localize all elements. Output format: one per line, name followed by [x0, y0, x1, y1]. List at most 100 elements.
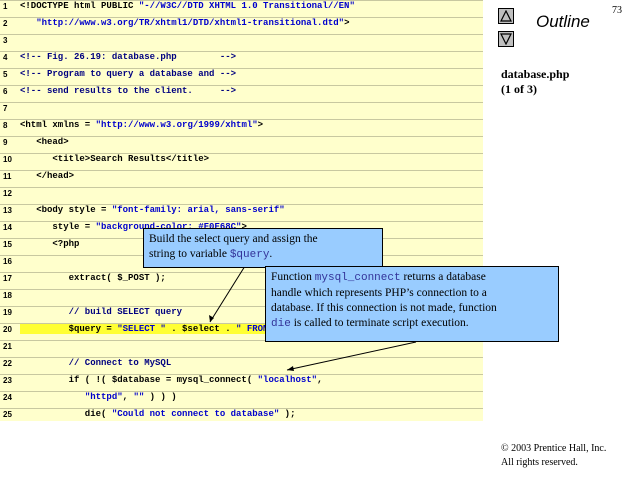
line-separator — [0, 289, 483, 290]
line-number: 2 — [3, 19, 8, 28]
code-text: extract( $_POST ); — [20, 273, 166, 283]
code-token: ) ) ) — [144, 392, 177, 402]
code-token: "-//W3C//DTD XHTML 1.0 Transitional//EN" — [138, 1, 355, 11]
callout1-line2-prefix: string to variable — [149, 248, 230, 260]
line-number: 16 — [3, 257, 12, 266]
code-token: if ( !( $database = mysql_connect( — [20, 375, 258, 385]
code-text: style = "background-color: #F0E68C"> — [20, 222, 246, 232]
code-text: "httpd", "" ) ) ) — [20, 392, 177, 402]
code-line: 5 <!-- Program to query a database and --… — [0, 68, 483, 85]
code-token: <html xmlns = — [20, 120, 96, 130]
code-token: <head> — [20, 137, 69, 147]
code-token: "httpd" — [84, 392, 123, 402]
line-separator — [0, 0, 483, 1]
callout2-line4: die is called to terminate script execut… — [271, 316, 558, 332]
line-separator — [0, 221, 483, 222]
code-token: die( — [20, 409, 112, 419]
code-text: <?php — [20, 239, 79, 249]
line-number: 9 — [3, 138, 8, 147]
nav-down-button[interactable] — [498, 31, 514, 47]
code-text: "http://www.w3.org/TR/xhtml1/DTD/xhtml1-… — [20, 18, 349, 28]
line-number: 10 — [3, 155, 12, 164]
code-token: "http://www.w3.org/1999/xhtml" — [95, 120, 258, 130]
code-token: <!DOCTYPE html PUBLIC — [20, 1, 139, 11]
code-line: 13 <body style = "font-family: arial, sa… — [0, 204, 483, 221]
code-token: , — [317, 375, 323, 385]
callout2-line4-suffix: is called to terminate script execution. — [290, 317, 469, 329]
copyright-line1: © 2003 Prentice Hall, Inc. — [501, 443, 607, 454]
line-number: 11 — [3, 172, 12, 181]
line-separator — [0, 119, 483, 120]
code-token: <body style = — [20, 205, 112, 215]
line-separator — [0, 374, 483, 375]
line-separator — [0, 17, 483, 18]
callout1-line2: string to variable $query. — [149, 247, 382, 263]
code-token: </head> — [20, 171, 75, 181]
line-separator — [0, 340, 483, 341]
code-token: , — [122, 392, 134, 402]
code-token: style = — [20, 222, 96, 232]
line-number: 20 — [3, 325, 12, 334]
line-separator — [0, 323, 483, 324]
callout2-line1-code: mysql_connect — [314, 272, 401, 284]
callout2-line2: handle which represents PHP’s connection… — [271, 287, 487, 299]
callout2-line1: Function mysql_connect returns a databas… — [271, 270, 558, 286]
triangle-down-icon — [500, 33, 512, 45]
code-text: <title>Search Results</title> — [20, 154, 209, 164]
code-token: <!-- Fig. 26.19: database.php --> — [20, 52, 237, 62]
line-separator — [0, 187, 483, 188]
code-token: <!-- send results to the client. --> — [20, 86, 237, 96]
code-text: <html xmlns = "http://www.w3.org/1999/xh… — [20, 120, 263, 130]
nav-up-button[interactable] — [498, 8, 514, 24]
line-number: 6 — [3, 87, 8, 96]
code-text: </head> — [20, 171, 74, 181]
line-number: 15 — [3, 240, 12, 249]
code-text: <head> — [20, 137, 69, 147]
code-line: 18 — [0, 289, 483, 306]
line-separator — [0, 136, 483, 137]
line-separator — [0, 68, 483, 69]
code-text: die( "Could not connect to database" ); — [20, 409, 296, 419]
code-text: // build SELECT query — [20, 307, 182, 317]
code-token: ); — [279, 409, 296, 419]
code-token: "font-family: arial, sans-serif" — [111, 205, 285, 215]
triangle-up-icon — [500, 10, 512, 22]
code-line: 21 — [0, 340, 483, 357]
line-separator — [0, 357, 483, 358]
callout1-arrow — [209, 265, 246, 323]
callout1-arrowhead — [209, 315, 214, 322]
code-token: $query = — [20, 324, 118, 334]
line-number: 5 — [3, 70, 8, 79]
code-token: "background-color: #F0E68C" — [95, 222, 242, 232]
line-separator — [0, 102, 483, 103]
code-text: <!-- Program to query a database and --> — [20, 69, 236, 79]
code-text: <!-- Fig. 26.19: database.php --> — [20, 52, 236, 62]
line-number: 25 — [3, 410, 12, 419]
line-number: 17 — [3, 274, 12, 283]
outline-label: Outline — [536, 12, 590, 31]
line-number: 19 — [3, 308, 12, 317]
code-token: <title>Search Results</title> — [20, 154, 210, 164]
code-token: <!-- Program to query a database and --> — [20, 69, 237, 79]
line-number: 12 — [3, 189, 12, 198]
code-token: // build SELECT query — [20, 307, 183, 317]
code-text: <body style = "font-family: arial, sans-… — [20, 205, 285, 215]
code-token: > — [344, 18, 350, 28]
callout2-arrowhead — [287, 366, 294, 371]
line-separator — [0, 51, 483, 52]
code-token: "localhost" — [257, 375, 318, 385]
line-separator — [0, 204, 483, 205]
code-token: extract( $_POST ); — [20, 273, 166, 283]
code-text: <!DOCTYPE html PUBLIC "-//W3C//DTD XHTML… — [20, 1, 355, 11]
copyright-line2: All rights reserved. — [501, 457, 578, 468]
line-separator — [0, 85, 483, 86]
callout1-line2-code: $query — [229, 249, 270, 261]
line-number: 4 — [3, 53, 8, 62]
code-token: > — [257, 120, 264, 130]
line-number: 14 — [3, 223, 12, 232]
code-line: 8<html xmlns = "http://www.w3.org/1999/x… — [0, 119, 483, 136]
code-line: 12 — [0, 187, 483, 204]
page-number: 73 — [612, 5, 622, 16]
line-number: 22 — [3, 359, 12, 368]
line-separator — [0, 306, 483, 307]
